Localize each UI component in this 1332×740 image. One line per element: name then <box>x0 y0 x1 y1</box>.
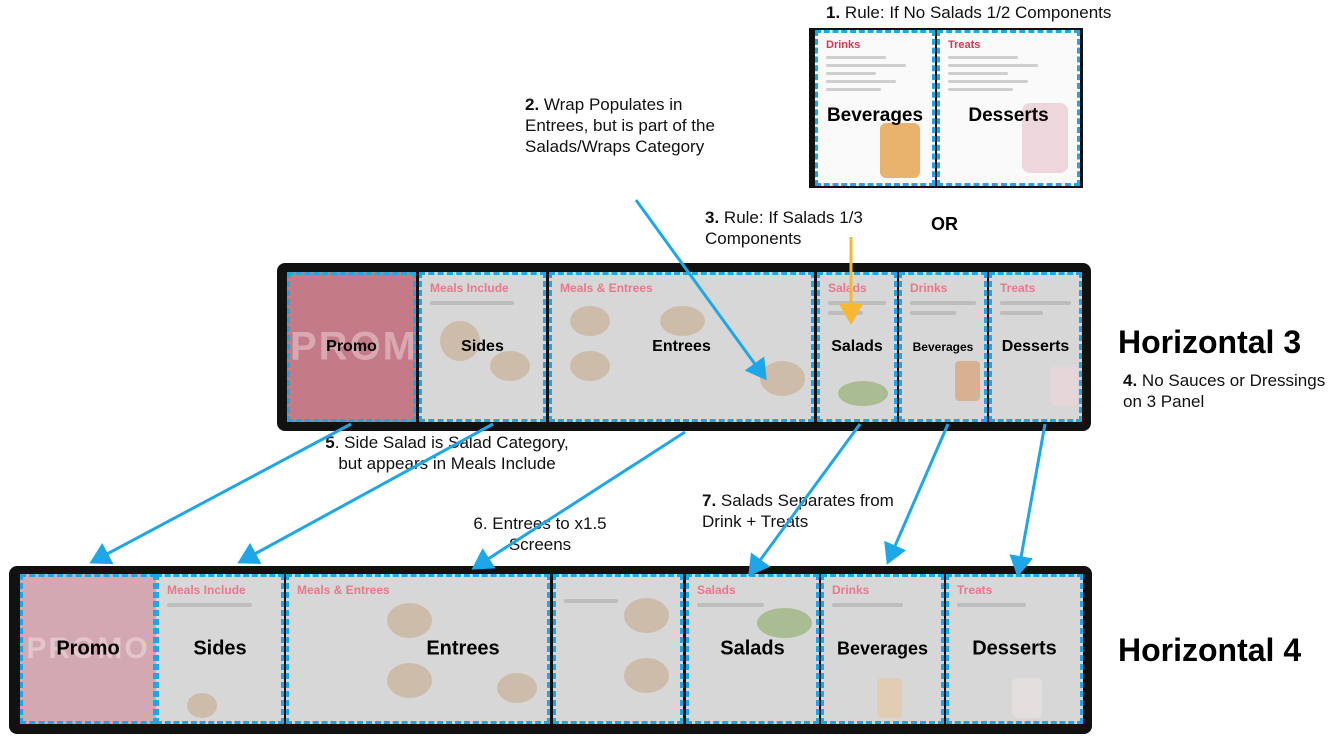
h4-promo-watermark: PROMO <box>26 632 150 665</box>
h4-label-beverages: Beverages <box>836 638 929 659</box>
h3-panel-entrees: Meals & Entrees Entrees <box>549 272 814 422</box>
note-entrees-x15: 6. Entrees to x1.5 Screens <box>473 514 607 554</box>
iced-tea-image <box>880 123 920 178</box>
h4-label-desserts: Desserts <box>972 637 1057 660</box>
h4-label-entrees: Entrees <box>426 637 500 660</box>
h4-panel-promo: PROMO Promo <box>20 574 156 724</box>
h3-label-beverages: Beverages <box>912 340 974 354</box>
h4-label-salads: Salads <box>720 637 785 660</box>
h3-label-salads: Salads <box>831 338 883 355</box>
note-salads-separate: 7. Salads Separates from Drink + Treats <box>702 491 894 531</box>
h3-panel-beverages: Drinks Beverages <box>899 272 987 422</box>
h4-panel-entrees: Meals & Entrees Entrees <box>286 574 550 724</box>
h3-panel-promo: PROMO Promo <box>287 272 416 422</box>
h3-panel-salads: Salads Salads <box>817 272 897 422</box>
h3-label-desserts: Desserts <box>1001 338 1070 355</box>
arrow-entrees-down <box>471 430 686 570</box>
h3-panel-desserts: Treats Desserts <box>989 272 1082 422</box>
note-wrap-populates: 2. Wrap Populates in Entrees, but is par… <box>525 95 715 156</box>
h3-panel-sides: Meals Include Sides <box>419 272 546 422</box>
thumb-desserts: Treats Desserts <box>937 30 1080 186</box>
h4-label-promo: Promo <box>56 637 120 660</box>
horizontal4-heading: Horizontal 4 <box>1118 632 1302 668</box>
thumb-beverages: Drinks Beverages <box>815 30 935 186</box>
h4-panel-beverages: Drinks Beverages <box>821 574 944 724</box>
h4-panel-desserts: Treats Desserts <box>946 574 1083 724</box>
h4-panel-sides: Meals Include Sides <box>156 574 284 724</box>
arrow-salads-down <box>748 423 862 577</box>
arrow-desserts-down <box>1009 423 1047 577</box>
milkshake-image <box>1022 103 1068 173</box>
h4-panel-entrees-extra <box>553 574 683 724</box>
arrow-beverages-down <box>884 423 950 565</box>
note-side-salad: 5. Side Salad is Salad Category, but app… <box>325 433 569 473</box>
arrow-wrap-to-entrees <box>634 199 767 381</box>
thumb-label-beverages: Beverages <box>826 105 924 126</box>
h4-label-sides: Sides <box>193 637 247 660</box>
horizontal3-heading: Horizontal 3 <box>1118 324 1302 360</box>
h3-label-entrees: Entrees <box>652 338 711 355</box>
promo-watermark: PROMO <box>290 324 416 369</box>
or-label: OR <box>931 214 958 234</box>
note-rule-no-salads: 1. Rule: If No Salads 1/2 Components <box>826 3 1112 22</box>
h3-label-promo: Promo <box>326 338 377 355</box>
h3-label-sides: Sides <box>461 338 504 355</box>
note-rule-salads: 3. Rule: If Salads 1/3 Components <box>705 208 863 248</box>
arrow-sides-down <box>237 422 494 564</box>
arrow-promo-down <box>89 422 352 565</box>
thumb-label-desserts: Desserts <box>968 105 1049 126</box>
note-no-sauces: 4. No Sauces or Dressings on 3 Panel <box>1123 371 1326 411</box>
